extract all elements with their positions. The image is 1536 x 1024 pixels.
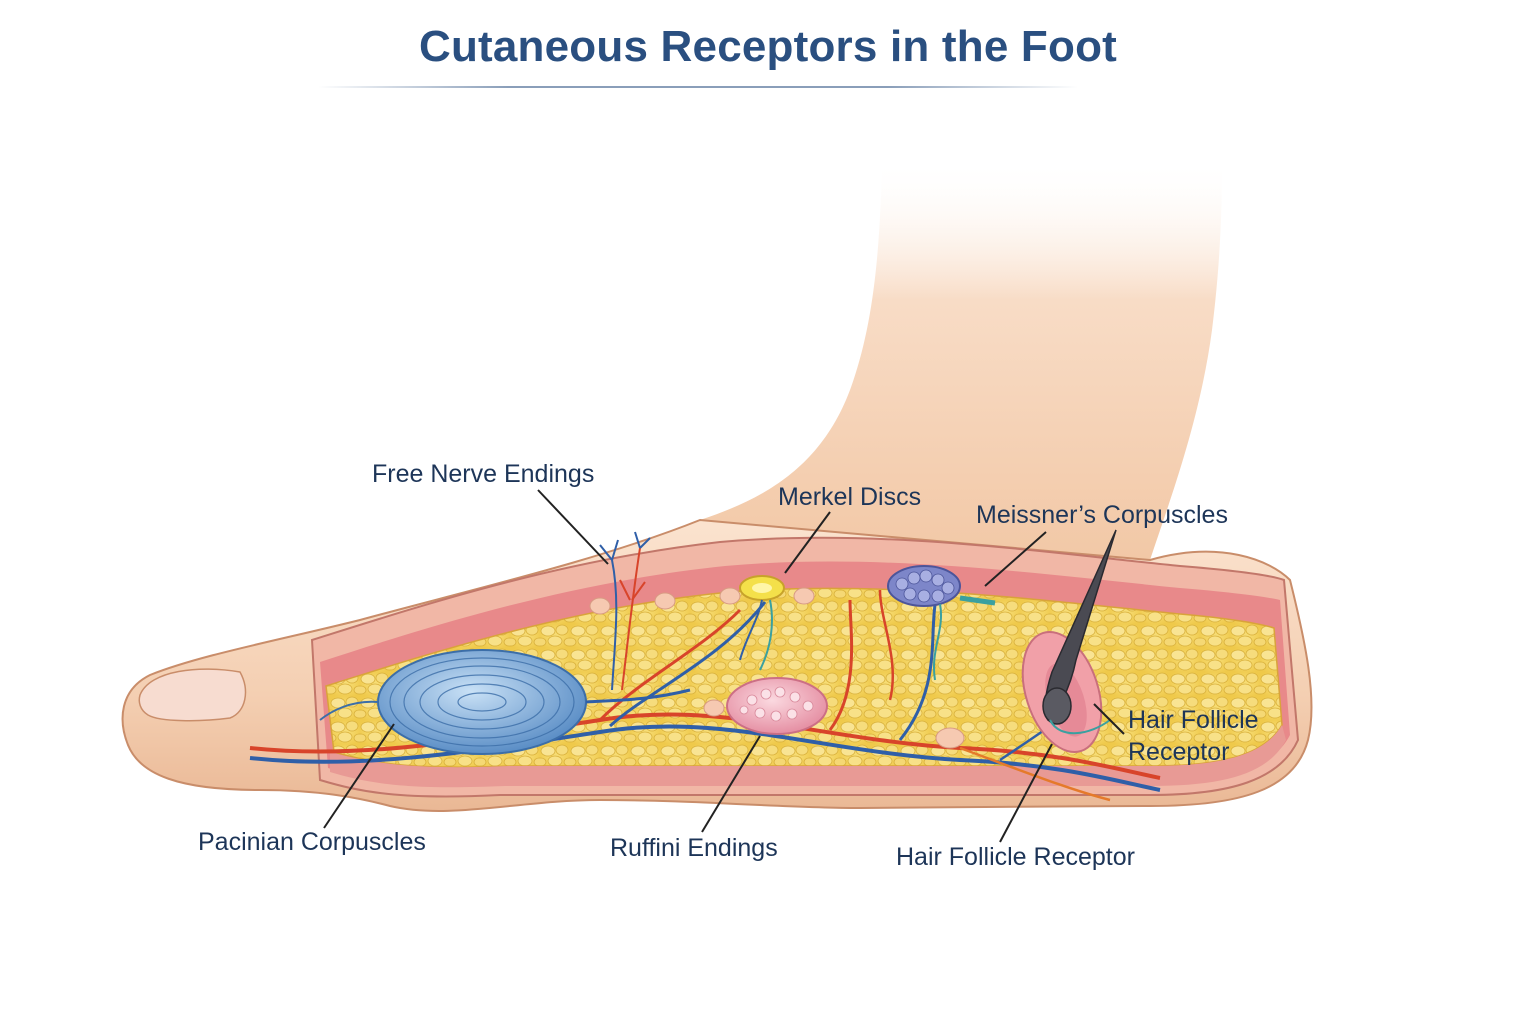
label-hair-follicle-receptor-right: Hair Follicle Receptor: [1128, 706, 1259, 766]
hair-follicle: [1021, 529, 1117, 754]
free-nerve-endings: [599, 531, 651, 691]
nerve-blue-branch-1: [608, 601, 767, 728]
label-ruffini-endings: Ruffini Endings: [610, 834, 778, 862]
epidermal-bulbs: [589, 587, 965, 749]
label-meissners-corpuscles: Meissner’s Corpuscles: [976, 501, 1228, 529]
nerve-red-branch-1: [598, 608, 742, 722]
nerve-blue-main: [249, 724, 1161, 792]
leg-shape: [700, 160, 1222, 560]
label-merkel-discs: Merkel Discs: [778, 483, 922, 511]
label-pacinian-corpuscles: Pacinian Corpuscles: [198, 828, 426, 856]
toenail: [138, 668, 247, 722]
diagram-title: Cutaneous Receptors in the Foot: [418, 22, 1118, 71]
ruffini-ending: [726, 677, 828, 735]
merkel-disc: [739, 575, 785, 671]
meissner-corpuscle: [887, 565, 996, 681]
label-hair-follicle-receptor-bottom: Hair Follicle Receptor: [896, 843, 1135, 871]
label-free-nerve-endings: Free Nerve Endings: [372, 460, 595, 488]
nerve-orange-branch: [959, 746, 1111, 802]
pacinian-corpuscle: [319, 649, 691, 755]
sole-dermis: [330, 725, 1286, 788]
nerve-red-branch-2: [828, 599, 854, 731]
nerve-red-branch-3: [878, 589, 895, 701]
leader-lines: [323, 489, 1125, 843]
title-underline: [318, 86, 1078, 88]
nerve-blue-branch-2: [898, 604, 937, 741]
